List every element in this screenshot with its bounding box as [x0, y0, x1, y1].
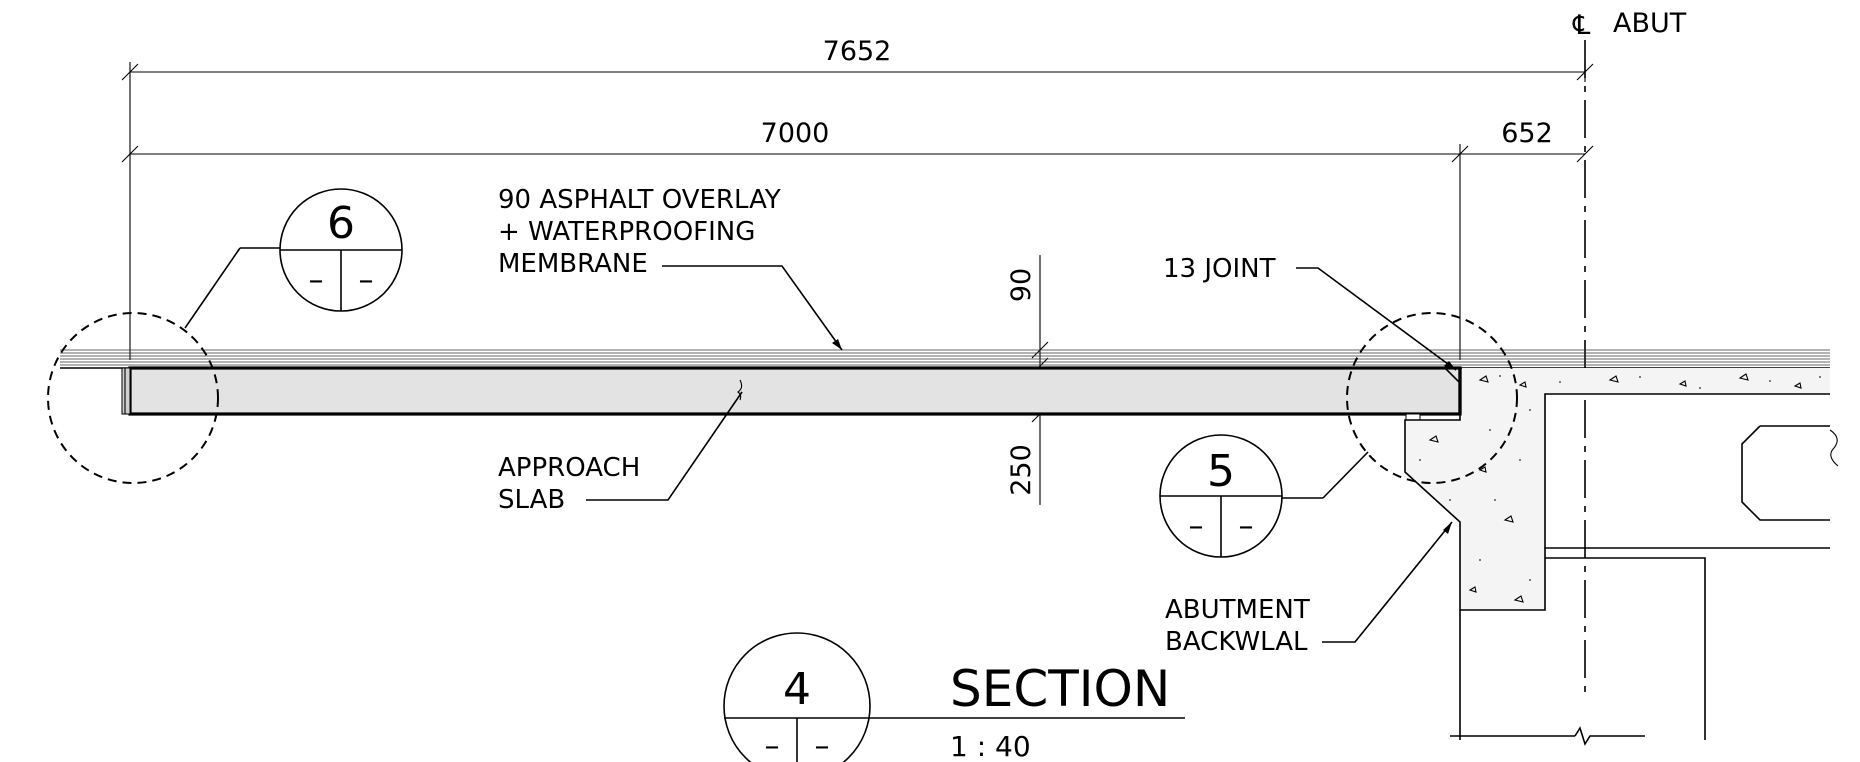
section-title: 4 – – SECTION 1 : 40 [723, 632, 1185, 762]
note-approach-slab-line-2: SLAB [498, 485, 565, 515]
note-overlay: 90 ASPHALT OVERLAY + WATERPROOFING MEMBR… [498, 185, 843, 351]
dimension-slab-thickness-text: 250 [1006, 444, 1037, 496]
centerline-symbol: ℄ [1572, 10, 1591, 41]
dimension-overlay-text: 90 [1006, 268, 1037, 302]
approach-slab [121, 366, 1462, 421]
note-overlay-line-2: + WATERPROOFING [498, 217, 755, 247]
asphalt-overlay [60, 349, 1830, 369]
note-approach-slab-line-1: APPROACH [498, 453, 640, 483]
note-abutment-line-2: BACKWLAL [1165, 627, 1308, 657]
note-approach-slab: APPROACH SLAB [498, 391, 743, 515]
dimension-joint-offset-text: 652 [1501, 118, 1553, 149]
note-overlay-line-1: 90 ASPHALT OVERLAY [498, 185, 781, 215]
note-joint-text: 13 JOINT [1163, 254, 1276, 284]
dimension-overall-text: 7652 [823, 36, 892, 67]
detail-callout-circle-left [47, 312, 219, 484]
detail-bubble-6-sheet-left: – [309, 263, 324, 298]
section-title-text: SECTION [950, 660, 1170, 718]
detail-bubble-6-number: 6 [327, 198, 355, 249]
detail-bubble-6-sheet-right: – [359, 263, 374, 298]
detail-bubble-5: 5 – – [1159, 434, 1369, 558]
note-overlay-line-3: MEMBRANE [498, 249, 648, 279]
dimension-slab-length-text: 7000 [761, 118, 830, 149]
detail-callout-circle-right [1346, 312, 1518, 484]
dimension-overall: 7652 [121, 36, 1594, 360]
detail-bubble-5-number: 5 [1207, 446, 1235, 497]
detail-bubble-5-sheet-right: – [1239, 509, 1254, 544]
detail-bubble-5-sheet-left: – [1189, 509, 1204, 544]
dimension-slab-length: 7000 652 [121, 118, 1594, 360]
detail-bubble-6: 6 – – [184, 188, 403, 329]
abutment [1404, 368, 1839, 746]
note-joint: 13 JOINT [1163, 254, 1457, 371]
section-scale-text: 1 : 40 [950, 730, 1031, 762]
section-title-sheet-right: – [815, 729, 830, 762]
centerline-abutment: ℄ ABUT [1572, 8, 1687, 700]
centerline-label: ABUT [1613, 8, 1687, 39]
note-abutment: ABUTMENT BACKWLAL [1165, 521, 1453, 657]
section-title-sheet-left: – [765, 729, 780, 762]
section-title-number: 4 [783, 664, 811, 715]
note-abutment-line-1: ABUTMENT [1165, 595, 1310, 625]
